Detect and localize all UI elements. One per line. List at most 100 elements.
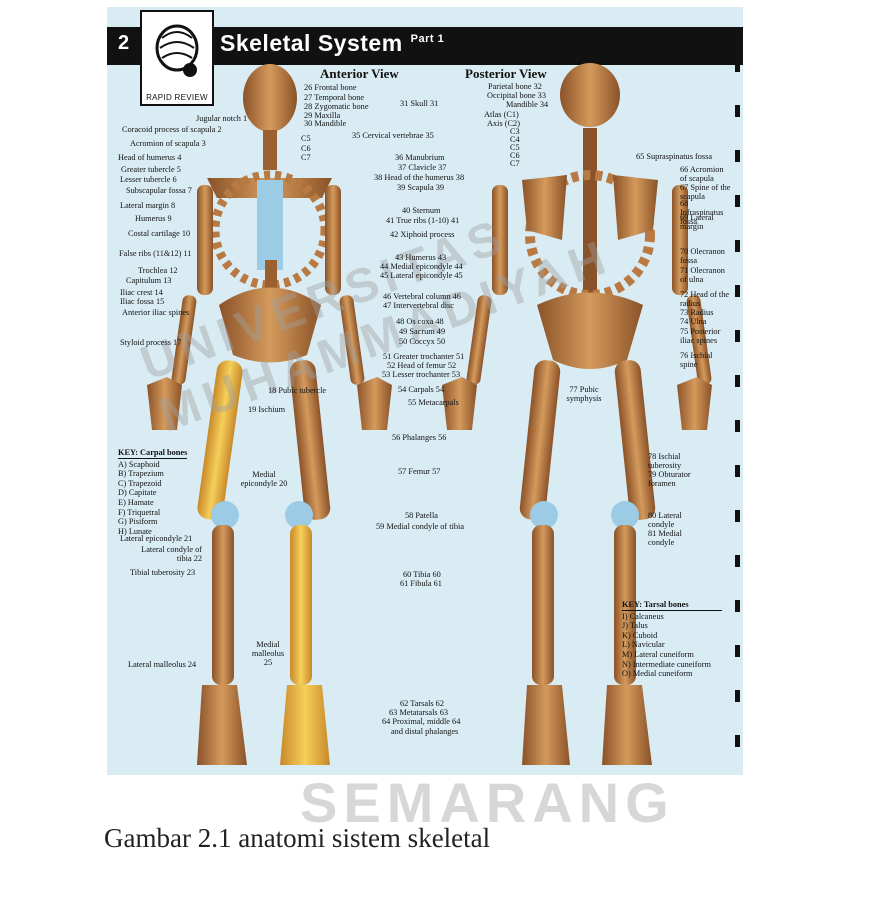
label-left-8: Lateral margin 8 <box>120 201 175 210</box>
label-center-44: 44 Medial epicondyle 44 <box>380 262 463 271</box>
label-center-48: 48 Os coxa 48 <box>396 317 444 326</box>
page-number: 2 <box>118 32 129 55</box>
tarsal-key-item: L) Navicular <box>622 640 722 650</box>
label-post-65: 65 Supraspinatus fossa <box>636 152 712 161</box>
label-center-45: 45 Lateral epicondyle 45 <box>380 271 463 280</box>
label-center-43: 43 Humerus 43 <box>395 253 446 262</box>
label-post-70: 70 Olecranon fossa <box>680 247 732 265</box>
label-left-2: Coracoid process of scapula 2 <box>122 125 222 134</box>
tarsal-key: KEY: Tarsal bones I) Calcaneus J) Talus … <box>622 600 722 679</box>
label-center-35: 35 Cervical vertebrae 35 <box>352 131 434 140</box>
label-center-55: 55 Metacarpals <box>408 398 459 407</box>
label-post-66: 66 Acromion of scapula <box>680 165 732 183</box>
label-post-81: 81 Medial condyle <box>648 529 698 547</box>
carpal-key: KEY: Carpal bones A) Scaphoid B) Trapezi… <box>118 448 187 536</box>
tarsal-key-item: N) Intermediate cuneiform <box>622 660 722 670</box>
label-left-14: Iliac crest 14 <box>120 288 163 297</box>
label-center-61: 61 Fibula 61 <box>400 579 442 588</box>
label-center-39: 39 Scapula 39 <box>397 183 444 192</box>
label-left-9: Humerus 9 <box>135 214 172 223</box>
label-center-62: 62 Tarsals 62 <box>400 699 444 708</box>
label-19: 19 Ischium <box>248 405 285 414</box>
label-center-37: 37 Clavicle 37 <box>398 163 446 172</box>
label-left-17: Styloid process 17 <box>120 338 181 347</box>
label-center-63: 63 Metatarsals 63 <box>389 708 448 717</box>
label-post-73: 73 Radius <box>680 308 713 317</box>
label-left-4: Head of humerus 4 <box>118 153 181 162</box>
label-center-31: 31 Skull 31 <box>400 99 438 108</box>
label-center-51: 51 Greater trochanter 51 <box>383 352 464 361</box>
tarsal-key-item: O) Medial cuneiform <box>622 669 722 679</box>
label-center-57: 57 Femur 57 <box>398 467 440 476</box>
label-left-10: Costal cartilage 10 <box>128 229 190 238</box>
label-post-75: 75 Posterior iliac spines <box>680 327 732 345</box>
label-center-50: 50 Coccyx 50 <box>399 337 445 346</box>
label-center-46: 46 Vertebral column 46 <box>383 292 461 301</box>
carpal-key-item: A) Scaphoid <box>118 460 187 470</box>
label-left-3: Acromion of scapula 3 <box>130 139 206 148</box>
label-left-5: Greater tubercle 5 <box>121 165 181 174</box>
carpal-key-item: B) Trapezium <box>118 469 187 479</box>
label-center-59: 59 Medial condyle of tibia <box>376 522 464 531</box>
label-post-79: 79 Obturator foramen <box>648 470 698 488</box>
label-post-32: Parietal bone 32 <box>488 82 542 91</box>
tarsal-key-item: J) Talus <box>622 621 722 631</box>
label-post-72: 72 Head of the radius <box>680 290 732 308</box>
label-left-11: False ribs (11&12) 11 <box>119 249 191 258</box>
carpal-key-item: E) Hamate <box>118 498 187 508</box>
label-center-28: 28 Zygomatic bone <box>304 102 369 111</box>
tarsal-key-title: KEY: Tarsal bones <box>622 600 722 611</box>
label-18: 18 Pubic tubercle <box>268 386 326 395</box>
tarsal-key-item: M) Lateral cuneiform <box>622 650 722 660</box>
label-center-27: 27 Temporal bone <box>304 93 364 102</box>
label-left-15: Iliac fossa 15 <box>120 297 164 306</box>
label-left-16: Anterior iliac spines <box>122 308 189 317</box>
label-post-80: 80 Lateral condyle <box>648 511 698 529</box>
label-c7: C7 <box>301 153 311 162</box>
label-25: Medial malleolus 25 <box>248 640 288 667</box>
label-24: Lateral malleolus 24 <box>128 660 196 669</box>
label-center-60: 60 Tibia 60 <box>403 570 441 579</box>
label-20: Medial epicondyle 20 <box>240 470 288 488</box>
label-center-49: 49 Sacrum 49 <box>399 327 445 336</box>
label-center-47: 47 Intervertebral disc <box>383 301 454 310</box>
label-left-13: Capitulum 13 <box>126 276 171 285</box>
carpal-key-title: KEY: Carpal bones <box>118 448 187 459</box>
carpal-key-item: F) Triquetral <box>118 508 187 518</box>
label-left-1: Jugular notch 1 <box>196 114 247 123</box>
label-left-12: Trochlea 12 <box>138 266 178 275</box>
label-post-71: 71 Olecranon of ulna <box>680 266 732 284</box>
label-center-58: 58 Patella <box>405 511 438 520</box>
label-c5: C5 <box>301 134 311 143</box>
label-center-53: 53 Lesser trochanter 53 <box>382 370 460 379</box>
tarsal-key-item: K) Cuboid <box>622 631 722 641</box>
title-text: Skeletal System <box>220 30 403 56</box>
carpal-key-item: G) Pisiform <box>118 517 187 527</box>
label-post-78: 78 Ischial tuberosity <box>648 452 698 470</box>
label-22: Lateral condyle of tibia 22 <box>132 545 202 563</box>
label-center-54: 54 Carpals 54 <box>398 385 444 394</box>
label-center-26: 26 Frontal bone <box>304 83 357 92</box>
label-center-38: 38 Head of the humerus 38 <box>374 173 464 182</box>
label-post-34: Mandible 34 <box>506 100 548 109</box>
label-post-33: Occipital bone 33 <box>487 91 546 100</box>
carpal-key-item: H) Lunate <box>118 527 187 537</box>
label-center-42: 42 Xiphoid process <box>390 230 455 239</box>
label-23: Tibial tuberosity 23 <box>130 568 195 577</box>
carpal-key-item: D) Capitate <box>118 488 187 498</box>
label-c6: C6 <box>301 144 311 153</box>
label-post-77: 77 Pubic symphysis <box>562 385 606 403</box>
tarsal-key-item: I) Calcaneus <box>622 612 722 622</box>
label-post-69: 69 Lateral margin <box>680 213 732 231</box>
label-post-c7: C7 <box>510 159 520 168</box>
label-center-41: 41 True ribs (1-10) 41 <box>386 216 459 225</box>
label-center-56: 56 Phalanges 56 <box>392 433 446 442</box>
figure-caption: Gambar 2.1 anatomi sistem skeletal <box>104 823 490 854</box>
binding-marks <box>735 60 741 760</box>
label-center-30: 30 Mandible <box>304 119 346 128</box>
label-center-52: 52 Head of femur 52 <box>387 361 456 370</box>
label-center-40: 40 Sternum <box>402 206 441 215</box>
label-center-64: 64 Proximal, middle 64 <box>382 717 460 726</box>
label-left-7: Subscapular fossa 7 <box>126 186 192 195</box>
